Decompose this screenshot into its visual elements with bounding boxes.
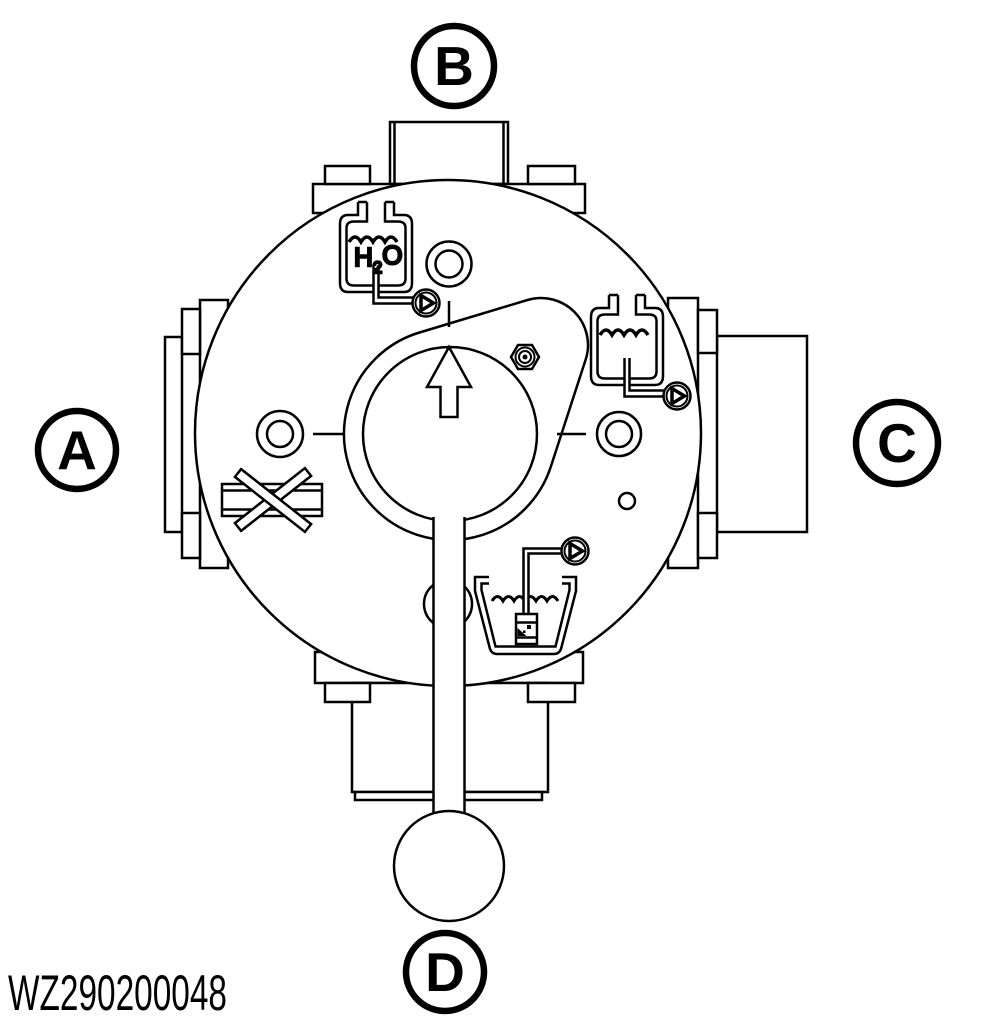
small-hole [617,491,637,511]
port-label-a: A [57,419,97,481]
bolt-tab [323,164,372,186]
bolt-tab [526,164,577,186]
port-label-d-badge [402,929,488,1015]
lever-knob [392,809,506,923]
bolt-tab [180,307,202,356]
port-label-c: C [877,412,917,474]
lever-shaft [432,517,466,813]
drain-reservoir-with-filter-icon [473,535,591,656]
h2o-label: H2O [354,240,402,277]
bolt-tab [696,511,719,560]
drawing-code: WZ290200048 [8,965,227,1021]
port-label-d: D [425,941,465,1003]
port-label-c-badge [852,398,942,488]
dial-tick-marks [313,301,586,436]
port-label-b-badge [410,22,498,110]
bolt-tab [526,681,577,704]
port-label-a-badge [34,407,120,493]
pump-icon [559,535,591,567]
port-label-b: B [434,35,474,97]
hex-nut-icon [509,343,541,371]
up-arrow-icon [424,344,474,419]
bolt-tab [323,681,372,704]
port-hole-right [595,410,643,458]
crossed-out-port-icon [220,466,324,534]
port-hole-left [255,409,305,459]
water-reservoir-icon: H2O [340,202,440,317]
bolt-tab [180,511,202,560]
filter-box [514,612,539,646]
port-hole-top [425,240,473,288]
bolt-tab [696,308,719,355]
